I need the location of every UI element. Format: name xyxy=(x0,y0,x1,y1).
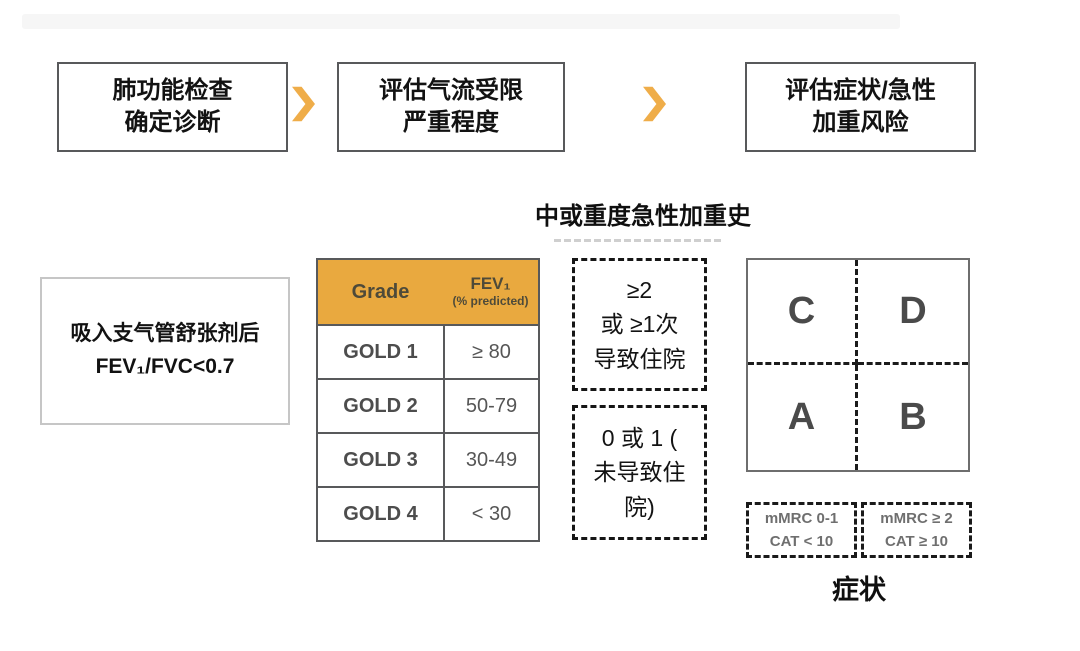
flow-step-diagnosis-label: 肺功能检查 确定诊断 xyxy=(112,76,233,136)
quadrant-cell-b: B xyxy=(899,396,927,438)
table-row: GOLD 3 30-49 xyxy=(318,432,538,486)
flow-step-airflow-severity: 评估气流受限 严重程度 xyxy=(337,62,565,152)
gold-grade-table: Grade FEV₁ (% predicted) GOLD 1 ≥ 80 GOL… xyxy=(316,258,540,542)
exacerbation-history-title: 中或重度急性加重史 xyxy=(535,203,751,230)
chevron-shape xyxy=(292,86,315,122)
symptom-score-high-label: mMRC ≥ 2 CAT ≥ 10 xyxy=(880,509,953,550)
high-exacerbation-risk-box: ≥2 或 ≥1次 导致住院 xyxy=(572,258,707,391)
gold-grade-cell: GOLD 3 xyxy=(343,448,418,471)
quadrant-cell-a: A xyxy=(748,365,858,470)
chevron-right-icon xyxy=(643,86,666,122)
chevron-shape xyxy=(643,86,666,122)
diagnosis-criteria-box: 吸入支气管舒张剂后 FEV₁/FVC<0.7 xyxy=(40,277,290,425)
symptom-score-low-box: mMRC 0-1 CAT < 10 xyxy=(746,502,857,558)
gold-fev1-cell: ≥ 80 xyxy=(443,326,538,378)
gold-grade-cell: GOLD 4 xyxy=(343,502,418,525)
gold-fev1-cell: < 30 xyxy=(443,488,538,540)
gold-fev1-cell: 30-49 xyxy=(443,434,538,486)
gold-grade-cell: GOLD 1 xyxy=(343,340,418,363)
gold-table-header-fev1-sub: (% predicted) xyxy=(452,294,529,309)
table-row: GOLD 2 50-79 xyxy=(318,378,538,432)
gold-table-header: Grade FEV₁ (% predicted) xyxy=(318,260,538,324)
diagnosis-criteria-label: 吸入支气管舒张剂后 FEV₁/FVC<0.7 xyxy=(70,322,260,378)
flow-step-diagnosis: 肺功能检查 确定诊断 xyxy=(57,62,288,152)
top-strip xyxy=(22,14,900,29)
flow-step-symptom-risk: 评估症状/急性 加重风险 xyxy=(745,62,976,152)
symptom-score-high-box: mMRC ≥ 2 CAT ≥ 10 xyxy=(861,502,972,558)
chevron-right-icon xyxy=(292,86,315,122)
gold-table-header-grade: Grade xyxy=(351,280,410,303)
high-exacerbation-risk-label: ≥2 或 ≥1次 导致住院 xyxy=(593,276,686,372)
gold-fev1-cell: 50-79 xyxy=(443,380,538,432)
table-row: GOLD 4 < 30 xyxy=(318,486,538,540)
flow-step-symptom-risk-label: 评估症状/急性 加重风险 xyxy=(785,76,936,136)
low-exacerbation-risk-label: 0 或 1 ( 未导致住 院) xyxy=(593,424,686,520)
quadrant-cell-c: C xyxy=(748,260,858,365)
gold-table-header-fev1: FEV₁ (% predicted) xyxy=(443,260,538,324)
symptom-axis-label: 症状 xyxy=(832,575,886,605)
low-exacerbation-risk-box: 0 或 1 ( 未导致住 院) xyxy=(572,405,707,540)
redacted-text-line xyxy=(554,239,724,242)
quadrant-cell-d: D xyxy=(858,260,968,365)
gold-table-header-fev1-main: FEV₁ xyxy=(470,274,511,294)
table-row: GOLD 1 ≥ 80 xyxy=(318,324,538,378)
abcd-quadrant-grid: C D A B xyxy=(746,258,970,472)
symptom-score-low-label: mMRC 0-1 CAT < 10 xyxy=(764,509,839,550)
flow-step-airflow-severity-label: 评估气流受限 严重程度 xyxy=(379,76,523,136)
gold-grade-cell: GOLD 2 xyxy=(343,394,418,417)
